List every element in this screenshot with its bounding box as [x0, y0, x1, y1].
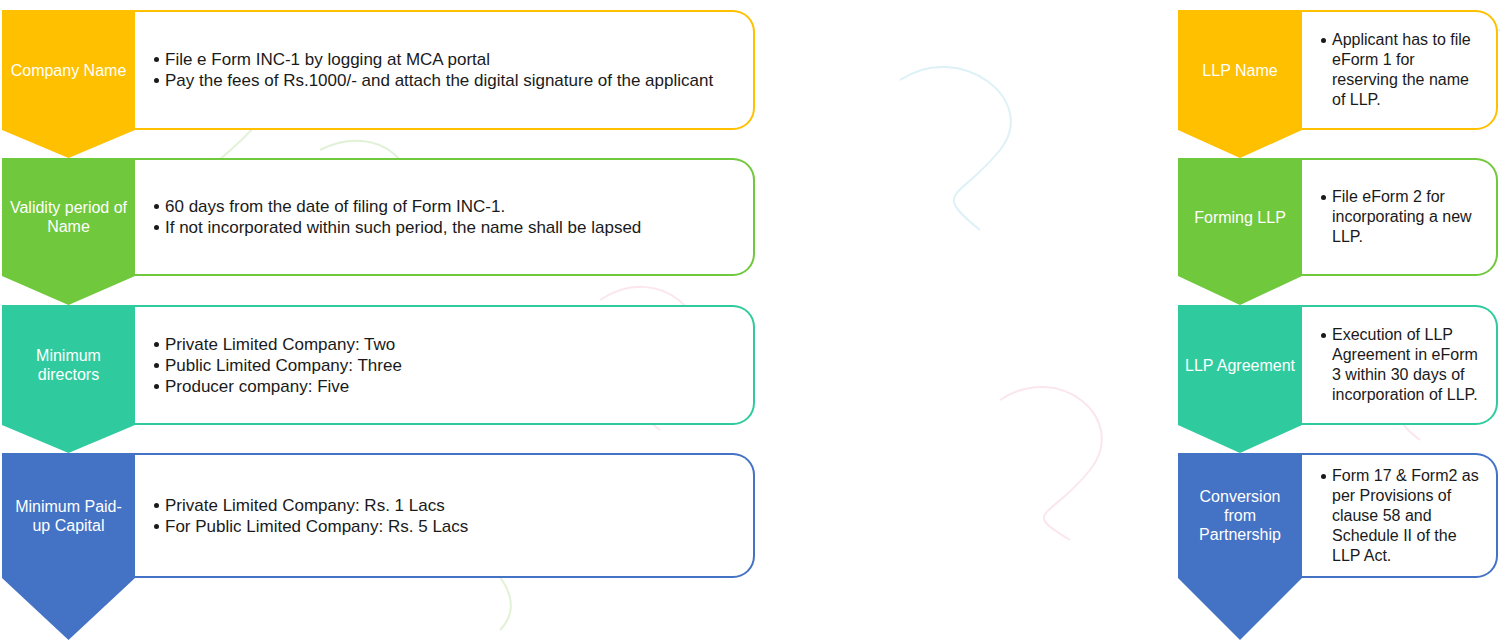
chevron-shape	[1178, 453, 1302, 640]
chevron-text-area: Minimum Paid-up Capital	[2, 453, 135, 578]
chevron-text-area: Company Name	[2, 10, 135, 130]
chevron-shape	[2, 10, 135, 158]
bullet-text: Public Limited Company: Three	[153, 355, 739, 376]
bullet-box: Execution of LLP Agreement in eForm 3 wi…	[1302, 305, 1498, 425]
bullet-text: Applicant has to file eForm 1 for reserv…	[1320, 30, 1482, 110]
bullet-text: File eForm 2 for incorporating a new LLP…	[1320, 187, 1482, 247]
bullet-text: 60 days from the date of filing of Form …	[153, 196, 739, 217]
bullet-text: Pay the fees of Rs.1000/- and attach the…	[153, 70, 739, 91]
bullet-box: Form 17 & Form2 as per Provisions of cla…	[1302, 453, 1498, 578]
step-label: Conversion from Partnership	[1184, 487, 1296, 544]
step-label: Company Name	[11, 61, 127, 80]
chevron-fill	[1178, 453, 1302, 640]
chevron-fill	[2, 305, 135, 453]
chevron-label: Conversion from Partnership	[1178, 453, 1302, 640]
chevron-fill	[1178, 10, 1302, 158]
bullet-text: Private Limited Company: Two	[153, 334, 739, 355]
chevron-label: LLP Name	[1178, 10, 1302, 158]
bullet-box: 60 days from the date of filing of Form …	[135, 158, 755, 276]
bullet-box: File e Form INC-1 by logging at MCA port…	[135, 10, 755, 130]
step-label: LLP Agreement	[1185, 356, 1295, 375]
chevron-shape	[1178, 158, 1302, 305]
bullet-text: Producer company: Five	[153, 376, 739, 397]
step-label: Minimum directors	[8, 346, 129, 384]
chevron-text-area: LLP Agreement	[1178, 305, 1302, 425]
step-label: Minimum Paid-up Capital	[8, 497, 129, 535]
chevron-text-area: Minimum directors	[2, 305, 135, 425]
chevron-shape	[2, 453, 135, 640]
bullet-text: Execution of LLP Agreement in eForm 3 wi…	[1320, 325, 1482, 405]
chevron-fill	[2, 10, 135, 158]
bullet-box: Private Limited Company: TwoPublic Limit…	[135, 305, 755, 425]
chevron-fill	[1178, 158, 1302, 305]
chevron-label: Minimum directors	[2, 305, 135, 453]
chevron-text-area: Conversion from Partnership	[1178, 453, 1302, 578]
chevron-label: Company Name	[2, 10, 135, 158]
bullet-text: For Public Limited Company: Rs. 5 Lacs	[153, 516, 739, 537]
step-label: LLP Name	[1202, 61, 1277, 80]
bullet-box: File eForm 2 for incorporating a new LLP…	[1302, 158, 1498, 276]
chevron-label: Forming LLP	[1178, 158, 1302, 305]
bullet-text: If not incorporated within such period, …	[153, 217, 739, 238]
chevron-fill	[2, 453, 135, 640]
chevron-label: LLP Agreement	[1178, 305, 1302, 453]
chevron-label: Validity period of Name	[2, 158, 135, 305]
chevron-text-area: Forming LLP	[1178, 158, 1302, 276]
chevron-shape	[1178, 305, 1302, 453]
chevron-fill	[1178, 305, 1302, 453]
bullet-box: Applicant has to file eForm 1 for reserv…	[1302, 10, 1498, 130]
bullet-text: Form 17 & Form2 as per Provisions of cla…	[1320, 466, 1482, 566]
bullet-box: Private Limited Company: Rs. 1 LacsFor P…	[135, 453, 755, 578]
step-label: Validity period of Name	[8, 198, 129, 236]
chevron-text-area: LLP Name	[1178, 10, 1302, 130]
chevron-text-area: Validity period of Name	[2, 158, 135, 276]
chevron-label: Minimum Paid-up Capital	[2, 453, 135, 640]
chevron-shape	[1178, 10, 1302, 158]
bullet-text: Private Limited Company: Rs. 1 Lacs	[153, 495, 739, 516]
step-label: Forming LLP	[1194, 208, 1286, 227]
chevron-fill	[2, 158, 135, 305]
bullet-text: File e Form INC-1 by logging at MCA port…	[153, 49, 739, 70]
